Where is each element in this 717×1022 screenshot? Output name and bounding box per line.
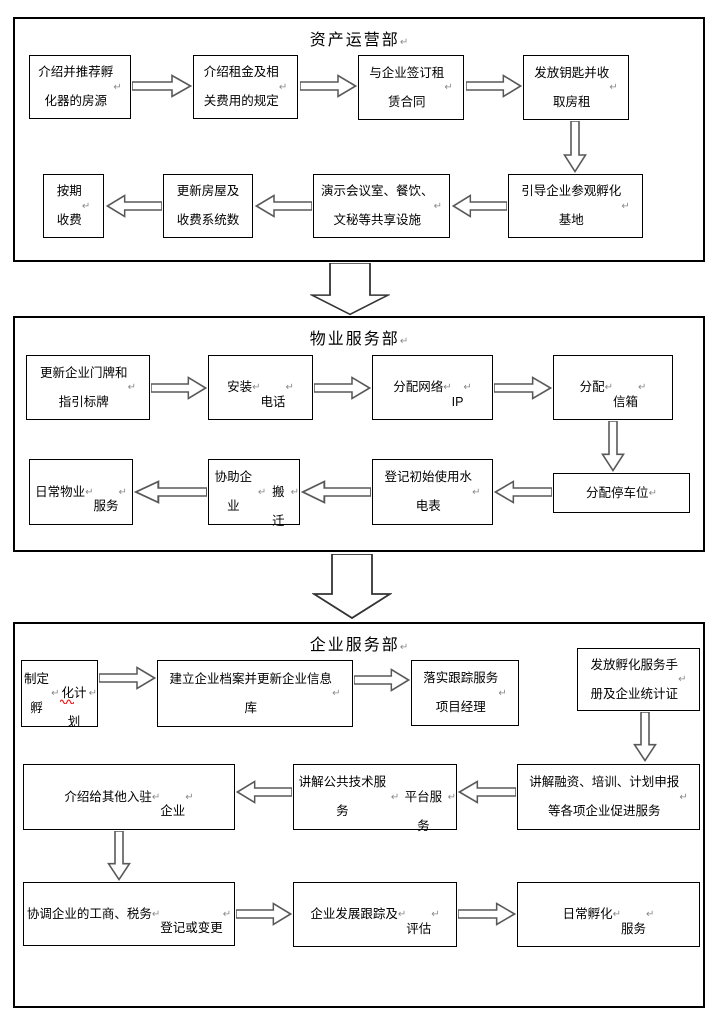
flow-arrow-left (134, 480, 207, 504)
flow-box: 协助企业↵ 搬迁↵ (208, 459, 300, 528)
flow-arrow-right (466, 74, 522, 98)
flow-box: 更新企业门牌和 指引标牌↵ (26, 355, 150, 420)
flow-arrow-right (458, 902, 516, 926)
flow-arrow-right (132, 74, 192, 98)
section-connector-arrow (312, 554, 392, 620)
flow-box: 分配停车位↵ (553, 473, 690, 513)
flow-box: 协调企业的工商、税务↵ 登记或变更↵ (23, 882, 235, 946)
flow-box: 介绍并推荐孵 化器的房源↵ (29, 55, 131, 119)
flow-box: 与企业签订租 赁合同↵ (358, 55, 464, 120)
section-title: 物业服务部↵ (309, 331, 409, 348)
flow-box: 登记初始使用水 电表↵ (372, 459, 493, 525)
flow-arrow-right (494, 376, 552, 400)
flow-arrow-down (563, 121, 587, 173)
flow-arrow-right (314, 376, 371, 400)
flow-box: 介绍给其他入驻↵ 企业↵ (23, 764, 235, 830)
flow-box: 引导企业参观孵化 基地↵ (508, 174, 643, 238)
flow-box: 演示会议室、餐饮、 文秘等共享设施↵ (313, 174, 450, 238)
flow-arrow-left (494, 480, 552, 504)
flow-box: 落实跟踪服务 项目经理↵ (411, 660, 519, 726)
flow-box: 讲解公共技术服务↵ 平台服务↵ (293, 764, 457, 833)
flow-box: 分配网络↵ IP↵ (372, 355, 493, 420)
flow-box: 更新房屋及 收费系统数 (163, 174, 253, 238)
section-title: 企业服务部↵ (309, 637, 409, 654)
flow-arrow-down (107, 831, 131, 881)
flow-box: 介绍租金及相 关费用的规定↵ (193, 55, 298, 119)
flow-box: 发放钥匙并收 取房租↵ (523, 55, 629, 120)
flow-box: 安装↵ 电话↵ (208, 355, 313, 420)
flow-arrow-down (633, 712, 657, 762)
flow-arrow-right (354, 668, 410, 692)
flow-box: 分配↵ 信箱↵ (553, 355, 673, 420)
flow-arrow-right (300, 74, 357, 98)
flow-arrow-right (236, 902, 292, 926)
flow-arrow-left (255, 194, 312, 218)
flow-box: 制定孵↵ 化计划↵ (21, 660, 98, 729)
section-title: 资产运营部↵ (309, 32, 409, 49)
flow-arrow-left (452, 194, 507, 218)
flow-box: 按期 收费↵ (43, 174, 104, 238)
flow-box: 日常孵化↵ 服务↵ (517, 882, 700, 947)
spellcheck-underline-icon (59, 691, 75, 705)
flow-box: 日常物业↵ 服务↵ (29, 459, 133, 525)
section-connector-arrow (310, 263, 390, 316)
flow-arrow-right (99, 666, 156, 690)
flow-arrow-down (601, 421, 625, 472)
flow-arrow-left (458, 780, 516, 804)
flow-arrow-left (236, 780, 292, 804)
flow-box: 企业发展跟踪及↵ 评估↵ (293, 882, 457, 947)
flow-box: 发放孵化服务手 册及企业统计证↵ (577, 648, 700, 711)
flow-arrow-right (151, 376, 207, 400)
flow-box: 讲解融资、培训、计划申报 等各项企业促进服务↵ (517, 764, 700, 830)
flow-box: 建立企业档案并更新企业信息 库↵ (157, 660, 353, 727)
flow-arrow-left (301, 480, 371, 504)
flow-arrow-left (106, 194, 162, 218)
